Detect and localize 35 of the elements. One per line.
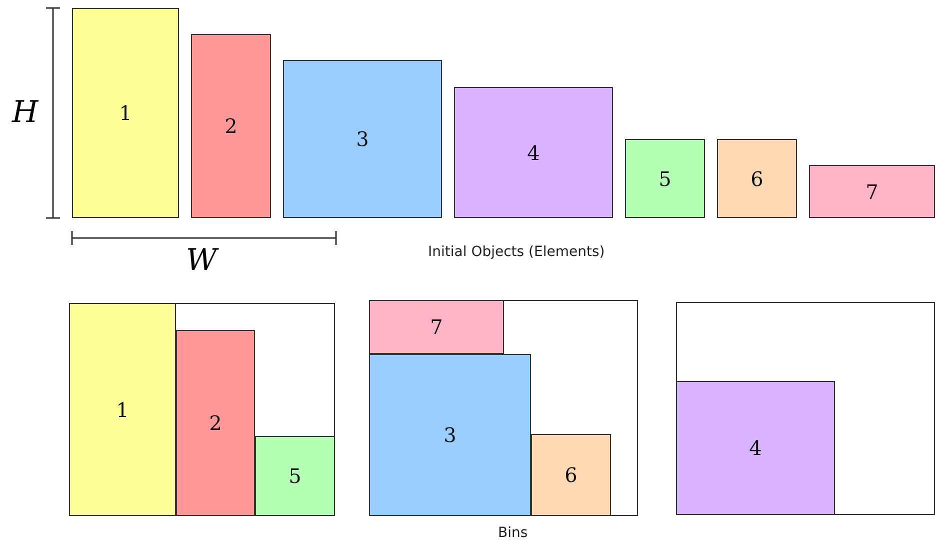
bin-box	[369, 300, 638, 516]
object-number: 7	[866, 180, 878, 204]
object-rectangle	[717, 139, 797, 218]
object-number: 7	[430, 315, 443, 339]
object-rectangle	[454, 87, 613, 218]
object-rectangle	[191, 34, 271, 218]
object-rectangle	[69, 303, 176, 516]
caption: Bins	[498, 525, 528, 541]
object-rectangle	[625, 139, 705, 218]
caption: Initial Objects (Elements)	[428, 244, 605, 260]
object-rectangle	[369, 300, 504, 354]
object-number: 6	[564, 463, 578, 487]
object-rectangle	[72, 8, 179, 218]
object-rectangle	[255, 436, 335, 516]
object-number: 5	[658, 166, 672, 190]
dimension-label: H	[12, 95, 38, 130]
object-rectangle	[283, 60, 442, 218]
object-rectangle	[369, 354, 531, 516]
bin-box	[69, 303, 335, 516]
object-rectangle	[676, 381, 835, 515]
object-rectangle	[809, 165, 935, 218]
object-number: 5	[288, 464, 302, 488]
object-number: 6	[750, 166, 764, 190]
dimension-label: W	[186, 243, 217, 278]
object-number: 2	[224, 114, 238, 138]
object-number: 1	[119, 101, 132, 125]
object-rectangle	[176, 330, 255, 516]
object-number: 2	[209, 411, 222, 435]
object-number: 1	[116, 398, 129, 422]
object-number: 3	[356, 127, 369, 151]
object-number: 4	[749, 436, 762, 460]
object-rectangle	[531, 434, 611, 516]
object-number: 4	[527, 140, 540, 164]
object-number: 3	[444, 423, 456, 447]
bin-box	[676, 302, 935, 515]
